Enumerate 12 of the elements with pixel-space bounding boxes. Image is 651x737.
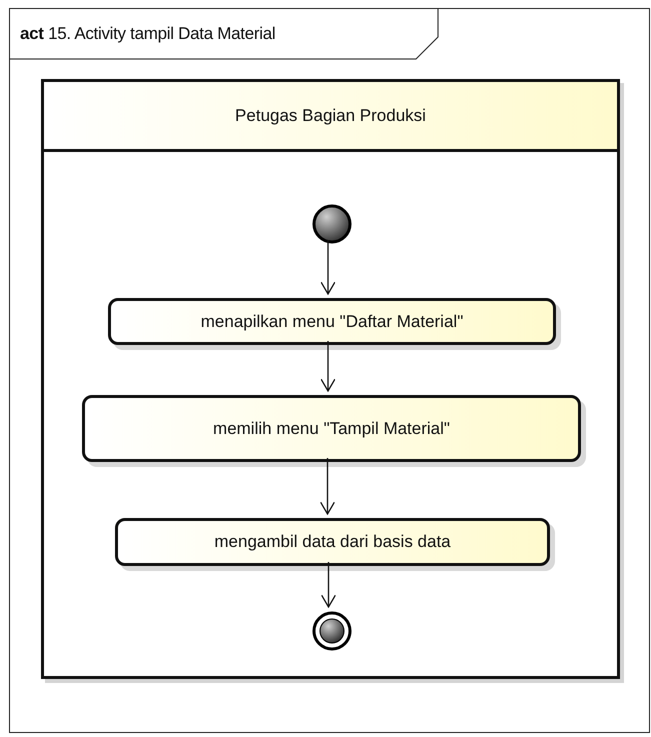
diagram-frame (9, 8, 650, 733)
arrow (320, 240, 336, 295)
final-node (312, 611, 352, 651)
swimlane-title: Petugas Bagian Produksi (235, 104, 426, 127)
arrow (320, 341, 336, 392)
arrow (320, 562, 336, 608)
frame-title: act 15. Activity tampil Data Material (20, 23, 276, 45)
initial-node (312, 204, 352, 244)
action-label: menapilkan menu "Daftar Material" (200, 310, 464, 333)
action-label: mengambil data dari basis data (214, 531, 451, 554)
action-label: memilih menu "Tampil Material" (213, 418, 450, 440)
arrow (320, 458, 336, 515)
